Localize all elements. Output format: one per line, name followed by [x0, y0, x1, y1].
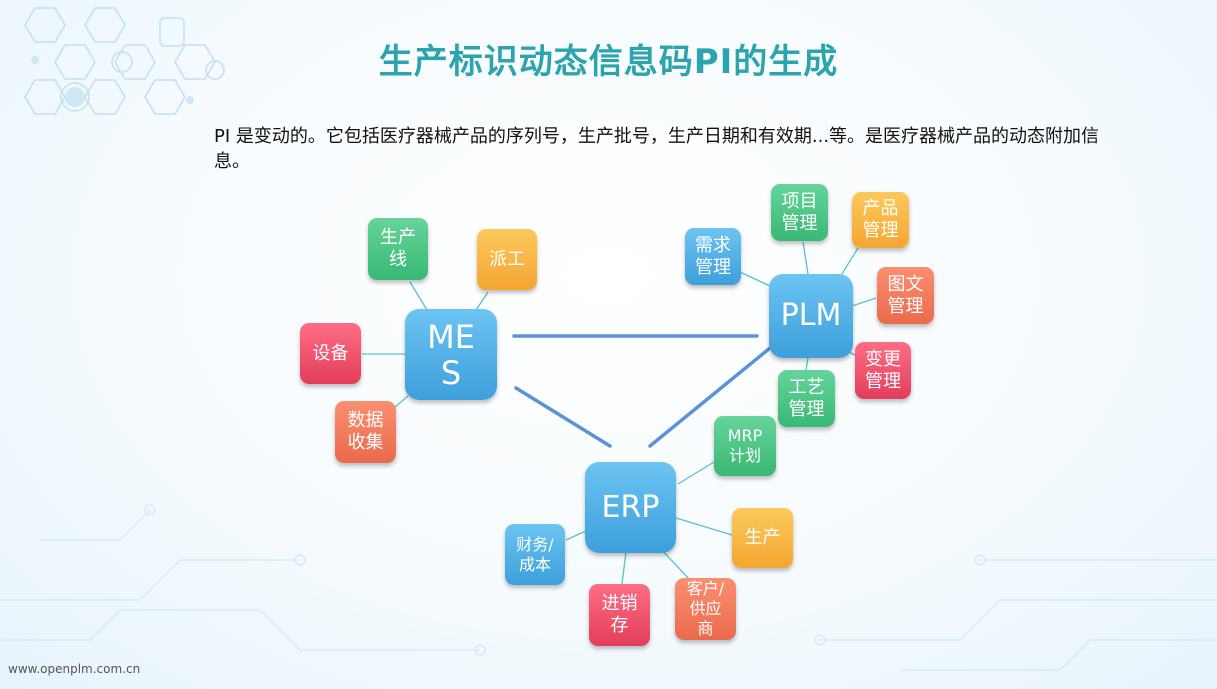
- node-production[interactable]: 生产: [732, 508, 793, 568]
- node-product-management[interactable]: 产品 管理: [852, 192, 909, 248]
- node-project-management[interactable]: 项目 管理: [771, 184, 828, 241]
- description-text: PI 是变动的。它包括医疗器械产品的序列号，生产批号，生产日期和有效期...等。…: [214, 126, 1100, 172]
- footer-url: www.openplm.com.cn: [8, 662, 141, 676]
- node-equipment[interactable]: 设备: [300, 323, 361, 384]
- plm-erp-link: [648, 346, 772, 448]
- node-data-collection[interactable]: 数据 收集: [335, 401, 396, 463]
- node-customer-supplier[interactable]: 客户/ 供应 商: [675, 578, 736, 640]
- mes-erp-link: [514, 386, 612, 448]
- erp-hub[interactable]: ERP: [585, 462, 676, 553]
- plm-hub[interactable]: PLM: [769, 274, 853, 358]
- node-production-line[interactable]: 生产 线: [368, 218, 428, 280]
- node-finance-cost[interactable]: 财务/ 成本: [505, 524, 565, 585]
- node-drawing-management[interactable]: 图文 管理: [877, 267, 934, 324]
- tech-network-decoration: [24, 7, 225, 115]
- node-process-management[interactable]: 工艺 管理: [778, 370, 835, 427]
- node-mrp-planning[interactable]: MRP 计划: [714, 416, 776, 476]
- mes-hub[interactable]: ME S: [405, 309, 497, 400]
- node-dispatch[interactable]: 派工: [477, 229, 537, 290]
- node-requirements-management[interactable]: 需求 管理: [685, 228, 741, 285]
- node-change-management[interactable]: 变更 管理: [855, 342, 911, 399]
- page-title: 生产标识动态信息码PI的生成: [378, 42, 839, 82]
- node-inventory[interactable]: 进销 存: [589, 584, 650, 646]
